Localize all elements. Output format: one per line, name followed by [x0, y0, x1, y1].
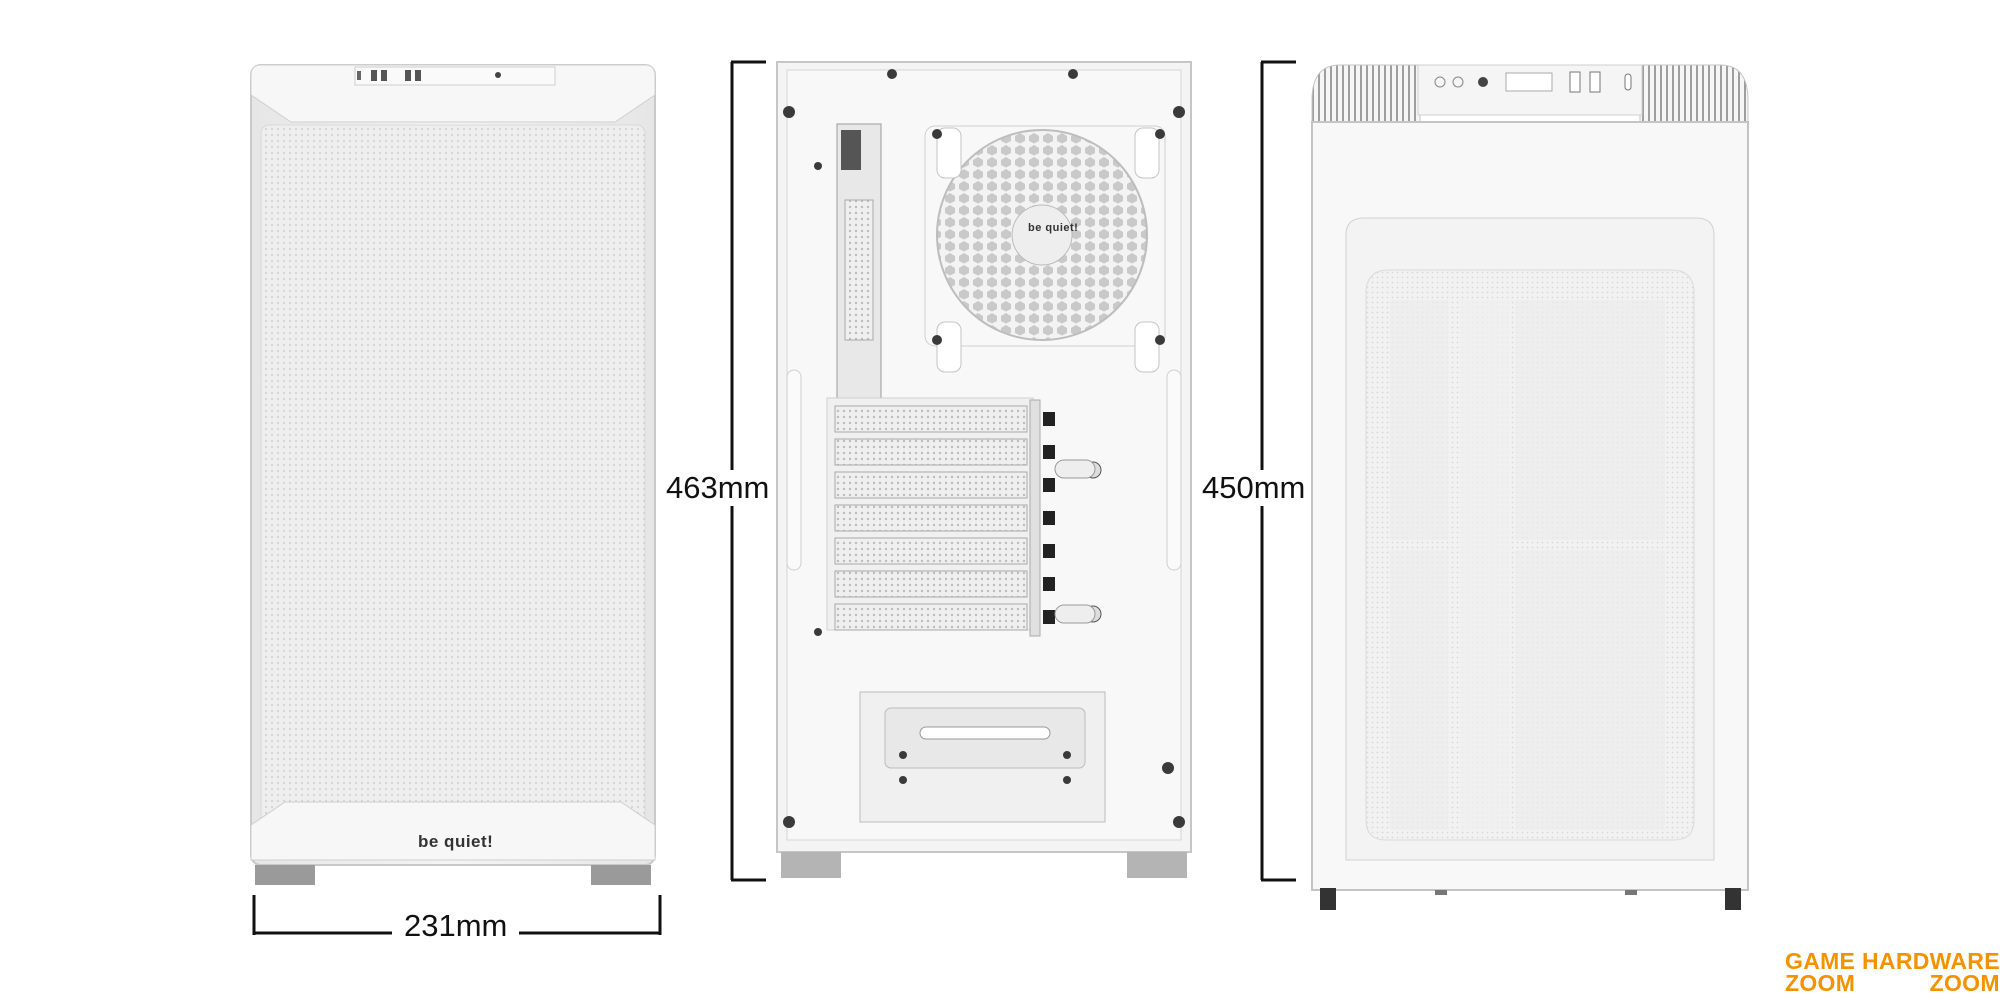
height-total-label: 463mm: [666, 470, 770, 506]
expansion-slot-cover: [834, 471, 1028, 499]
slot-thumbscrew: [1043, 544, 1055, 558]
expansion-slot-cover: [834, 570, 1028, 598]
expansion-slot-cover: [834, 405, 1028, 433]
slot-thumbscrew: [1043, 511, 1055, 525]
expansion-slot-cover: [834, 603, 1028, 631]
hardwarezoom-logo: HARDWARE ZOOM: [1862, 948, 2000, 996]
rear-view: [775, 60, 1193, 882]
slot-thumbscrew: [1043, 610, 1055, 624]
slot-thumbscrew: [1043, 445, 1055, 459]
gamezoom-logo-line1: GAME: [1785, 948, 1856, 974]
front-view: [245, 60, 665, 890]
gamezoom-logo: GAME ZOOM: [1785, 948, 1856, 996]
height-body-label: 450mm: [1202, 470, 1306, 506]
slot-thumbscrew: [1043, 478, 1055, 492]
width-label: 231mm: [392, 908, 520, 944]
rear-fan-brand-label: be quiet!: [1028, 222, 1079, 234]
slot-thumbscrew: [1043, 577, 1055, 591]
expansion-slot-cover: [834, 504, 1028, 532]
expansion-slot-cover: [834, 438, 1028, 466]
side-view: [1310, 60, 1750, 910]
hardwarezoom-logo-line1: HARDWARE: [1862, 948, 2000, 974]
slot-thumbscrew: [1043, 412, 1055, 426]
front-brand-label: be quiet!: [418, 832, 494, 851]
hardwarezoom-logo-line2: ZOOM: [1929, 970, 2000, 996]
gamezoom-logo-line2: ZOOM: [1785, 970, 1856, 996]
expansion-slot-cover: [834, 537, 1028, 565]
